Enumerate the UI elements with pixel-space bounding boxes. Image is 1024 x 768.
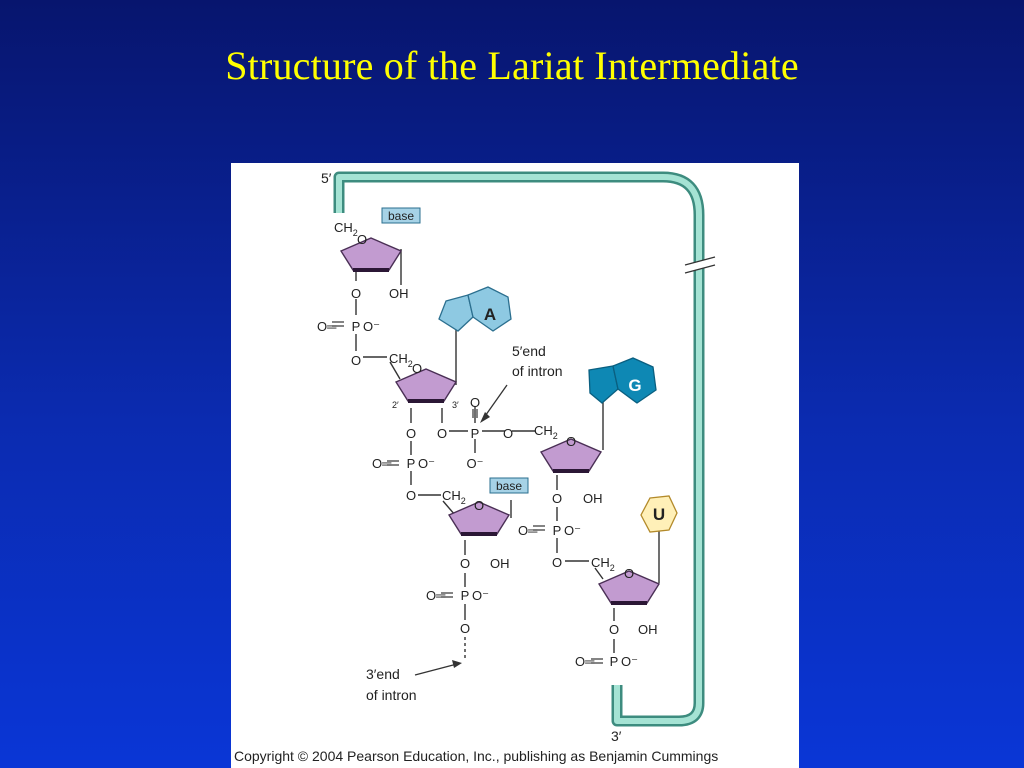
slide-title: Structure of the Lariat Intermediate: [225, 43, 799, 88]
o-2c: O: [437, 426, 447, 441]
generic-base-top-label: base: [388, 209, 414, 223]
p-branch: P: [471, 426, 480, 441]
p-1: P: [352, 319, 361, 334]
p-5: P: [610, 654, 619, 669]
double-bonds: [332, 321, 603, 664]
o-double-4: O═: [426, 588, 446, 603]
adenine-label: A: [484, 305, 496, 324]
three-end-line2: of intron: [366, 687, 417, 703]
o-4a: O: [460, 556, 470, 571]
o-minus-1: O⁻: [363, 319, 380, 334]
generic-base-top: base: [381, 207, 421, 224]
lariat-strand-fill: [336, 174, 702, 724]
guanine-base: G: [588, 357, 657, 404]
sugar-4-ribose: [447, 501, 511, 536]
five-end-annotation: 5′end of intron: [480, 343, 563, 423]
ch2-3: CH2: [534, 423, 558, 441]
generic-base-lower-label: base: [496, 479, 522, 493]
generic-base-lower: base: [489, 477, 529, 494]
oh-5: OH: [638, 622, 658, 637]
ch2-5: CH2: [591, 555, 615, 573]
oh-3: OH: [583, 491, 603, 506]
o-double-2: O═: [372, 456, 392, 471]
p-4: P: [461, 588, 470, 603]
five-end-line1: 5′end: [512, 343, 546, 359]
uracil-label: U: [653, 505, 665, 524]
o-branch-top: O: [470, 395, 480, 410]
o-double-1: O═: [317, 319, 337, 334]
three-prime-label: 3′: [611, 728, 622, 744]
ring-o-5: O: [624, 566, 634, 581]
o-minus-2: O⁻: [418, 456, 435, 471]
p-3: P: [553, 523, 562, 538]
o-4b: O: [460, 621, 470, 636]
o-2b: O: [406, 488, 416, 503]
sugar-1-ribose: [339, 237, 403, 272]
o-2a: O: [406, 426, 416, 441]
lariat-figure: 5′ 3′: [231, 163, 799, 768]
o-1a: O: [351, 286, 361, 301]
sugar-5-ribose: [597, 570, 661, 605]
sugar-2-ribose: [394, 368, 458, 403]
ring-o-4: O: [474, 498, 484, 513]
ch2-4: CH2: [442, 488, 466, 506]
guanine-label: G: [628, 376, 641, 395]
ring-o-1: O: [357, 232, 367, 247]
five-end-line2: of intron: [512, 363, 563, 379]
three-prime-carbon-label: 3′: [452, 400, 459, 410]
o-5a: O: [609, 622, 619, 637]
copyright-notice: Copyright © 2004 Pearson Education, Inc.…: [234, 748, 719, 764]
three-end-annotation: 3′end of intron: [366, 660, 462, 703]
o-minus-3: O⁻: [564, 523, 581, 538]
two-prime-label: 2′: [392, 400, 399, 410]
o-3a: O: [552, 491, 562, 506]
three-end-line1: 3′end: [366, 666, 400, 682]
o-minus-5: O⁻: [621, 654, 638, 669]
p-2: P: [407, 456, 416, 471]
o-1b: O: [351, 353, 361, 368]
o-branch-right: O: [503, 426, 513, 441]
ring-o-3: O: [566, 434, 576, 449]
ch2-1: CH2: [334, 220, 358, 238]
oh-1: OH: [389, 286, 409, 301]
oh-4: OH: [490, 556, 510, 571]
adenine-base: A: [438, 286, 512, 332]
o-minus-branch: O⁻: [467, 456, 484, 471]
uracil-base: U: [640, 495, 678, 533]
o-double-5: O═: [575, 654, 595, 669]
five-prime-label: 5′: [321, 170, 332, 186]
ch2-2: CH2: [389, 351, 413, 369]
ring-o-2: O: [412, 361, 422, 376]
o-3b: O: [552, 555, 562, 570]
lariat-diagram: 5′ 3′: [317, 170, 716, 744]
o-double-3: O═: [518, 523, 538, 538]
strand-break-mark: [684, 256, 716, 274]
sugar-3-ribose: [539, 438, 603, 473]
o-minus-4: O⁻: [472, 588, 489, 603]
